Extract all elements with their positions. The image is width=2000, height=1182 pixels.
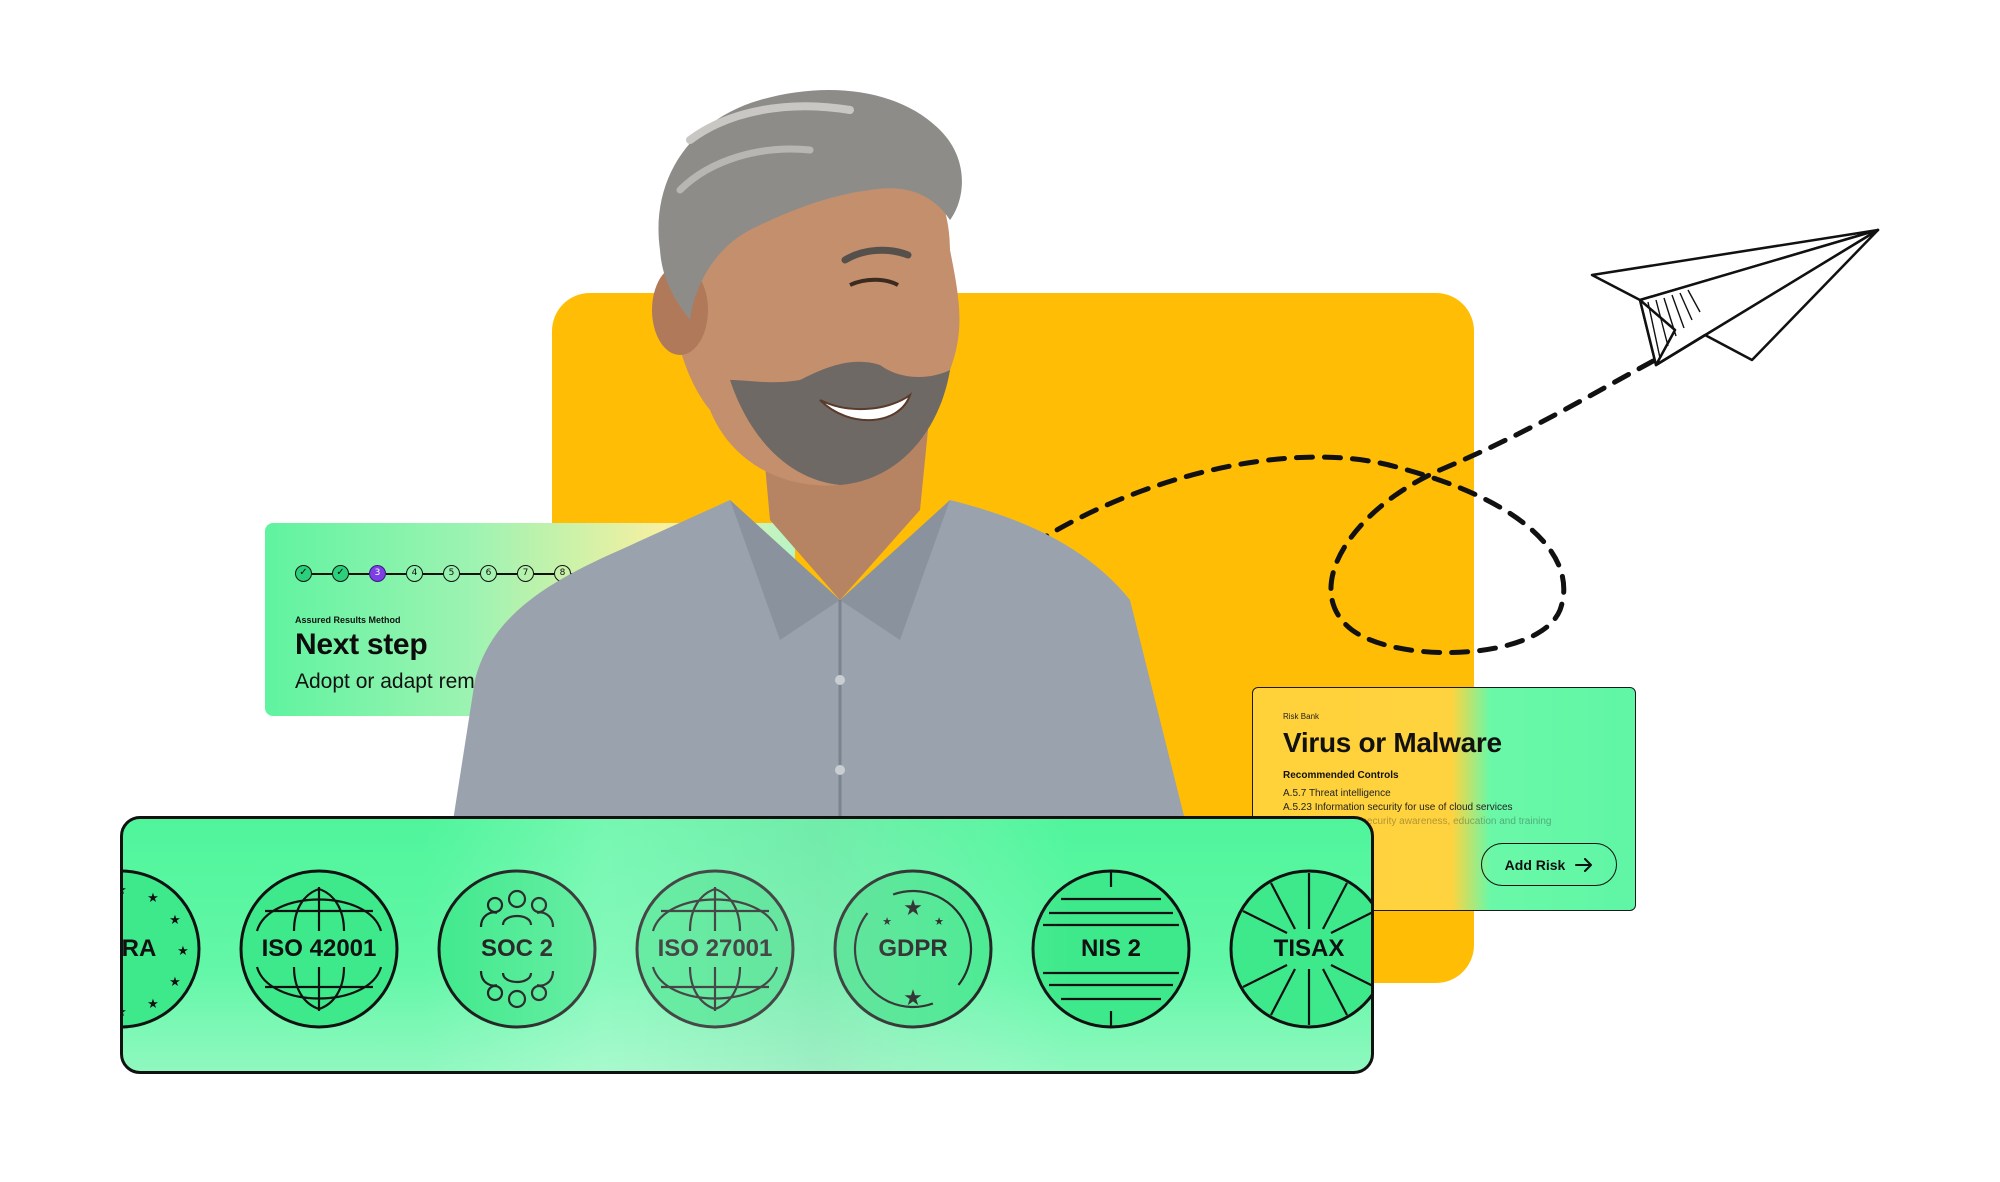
- add-risk-label: Add Risk: [1504, 856, 1566, 873]
- svg-text:★: ★: [120, 1005, 127, 1020]
- progress-title: Next step: [295, 628, 428, 661]
- dashed-flight-path: [1007, 357, 1658, 656]
- sunburst-icon: [1229, 869, 1371, 1029]
- recommended-controls-heading: Recommended Controls: [1283, 770, 1399, 781]
- badge-dora[interactable]: ★★★★ ★★★★ ★★★★ DORA: [120, 869, 201, 1029]
- control-item[interactable]: A.6.3 Information security awareness, ed…: [1283, 816, 1552, 827]
- progress-subtitle: Adopt or adapt rema: [295, 670, 487, 693]
- badge-gdpr-label: GDPR: [878, 935, 948, 962]
- svg-text:★: ★: [147, 997, 159, 1012]
- progress-kicker: Assured Results Method: [295, 615, 401, 625]
- step-connector: [497, 572, 517, 575]
- step-7[interactable]: 7: [517, 565, 534, 582]
- step-3-current[interactable]: 3: [369, 565, 386, 582]
- shirt: [450, 500, 1190, 840]
- step-connector: [423, 572, 443, 575]
- step-connector: [534, 572, 554, 575]
- badge-soc-2[interactable]: SOC 2: [437, 869, 597, 1029]
- control-item[interactable]: A.5.7 Threat intelligence: [1283, 788, 1391, 799]
- smiling-man-photo: [450, 90, 1190, 840]
- badge-soc-2-label: SOC 2: [480, 935, 554, 962]
- compliance-badges-strip: ★★★★ ★★★★ ★★★★ DORA ISO 42001: [120, 816, 1374, 1074]
- svg-text:★: ★: [169, 975, 181, 990]
- badge-iso-42001[interactable]: ISO 42001: [239, 869, 399, 1029]
- svg-text:★: ★: [120, 883, 127, 898]
- step-6[interactable]: 6: [480, 565, 497, 582]
- svg-text:★: ★: [169, 913, 181, 928]
- add-risk-button[interactable]: Add Risk: [1481, 843, 1617, 886]
- hair: [658, 90, 962, 320]
- svg-text:★: ★: [147, 891, 159, 906]
- arrow-right-icon: [1575, 857, 1593, 872]
- step-2-complete[interactable]: ✓: [332, 565, 349, 582]
- badge-gdpr[interactable]: ★★ ★★ GDPR: [833, 869, 993, 1029]
- svg-text:★: ★: [177, 944, 189, 959]
- badge-iso-27001-label: ISO 27001: [657, 935, 773, 962]
- step-connector: [349, 572, 369, 575]
- eu-stars-icon: ★★★★ ★★★★ ★★★★: [120, 869, 201, 1029]
- step-connector: [386, 572, 406, 575]
- badge-dora-label: DORA: [121, 935, 157, 962]
- badge-iso-42001-label: ISO 42001: [261, 935, 377, 962]
- badge-tisax-label: TISAX: [1273, 935, 1345, 962]
- badge-iso-27001[interactable]: ISO 27001: [635, 869, 795, 1029]
- step-connector: [460, 572, 480, 575]
- step-1-complete[interactable]: ✓: [295, 565, 312, 582]
- step-4[interactable]: 4: [406, 565, 423, 582]
- badge-nis-2[interactable]: NIS 2: [1031, 869, 1191, 1029]
- paper-plane-icon: [1590, 228, 1880, 367]
- badge-tisax[interactable]: TISAX: [1229, 869, 1371, 1029]
- step-5[interactable]: 5: [443, 565, 460, 582]
- globe-icon: [239, 869, 399, 1029]
- risk-title: Virus or Malware: [1283, 727, 1502, 758]
- control-item[interactable]: A.5.23 Information security for use of c…: [1283, 802, 1513, 813]
- risk-kicker: Risk Bank: [1283, 712, 1320, 721]
- step-connector: [312, 572, 332, 575]
- badge-nis-2-label: NIS 2: [1080, 935, 1142, 962]
